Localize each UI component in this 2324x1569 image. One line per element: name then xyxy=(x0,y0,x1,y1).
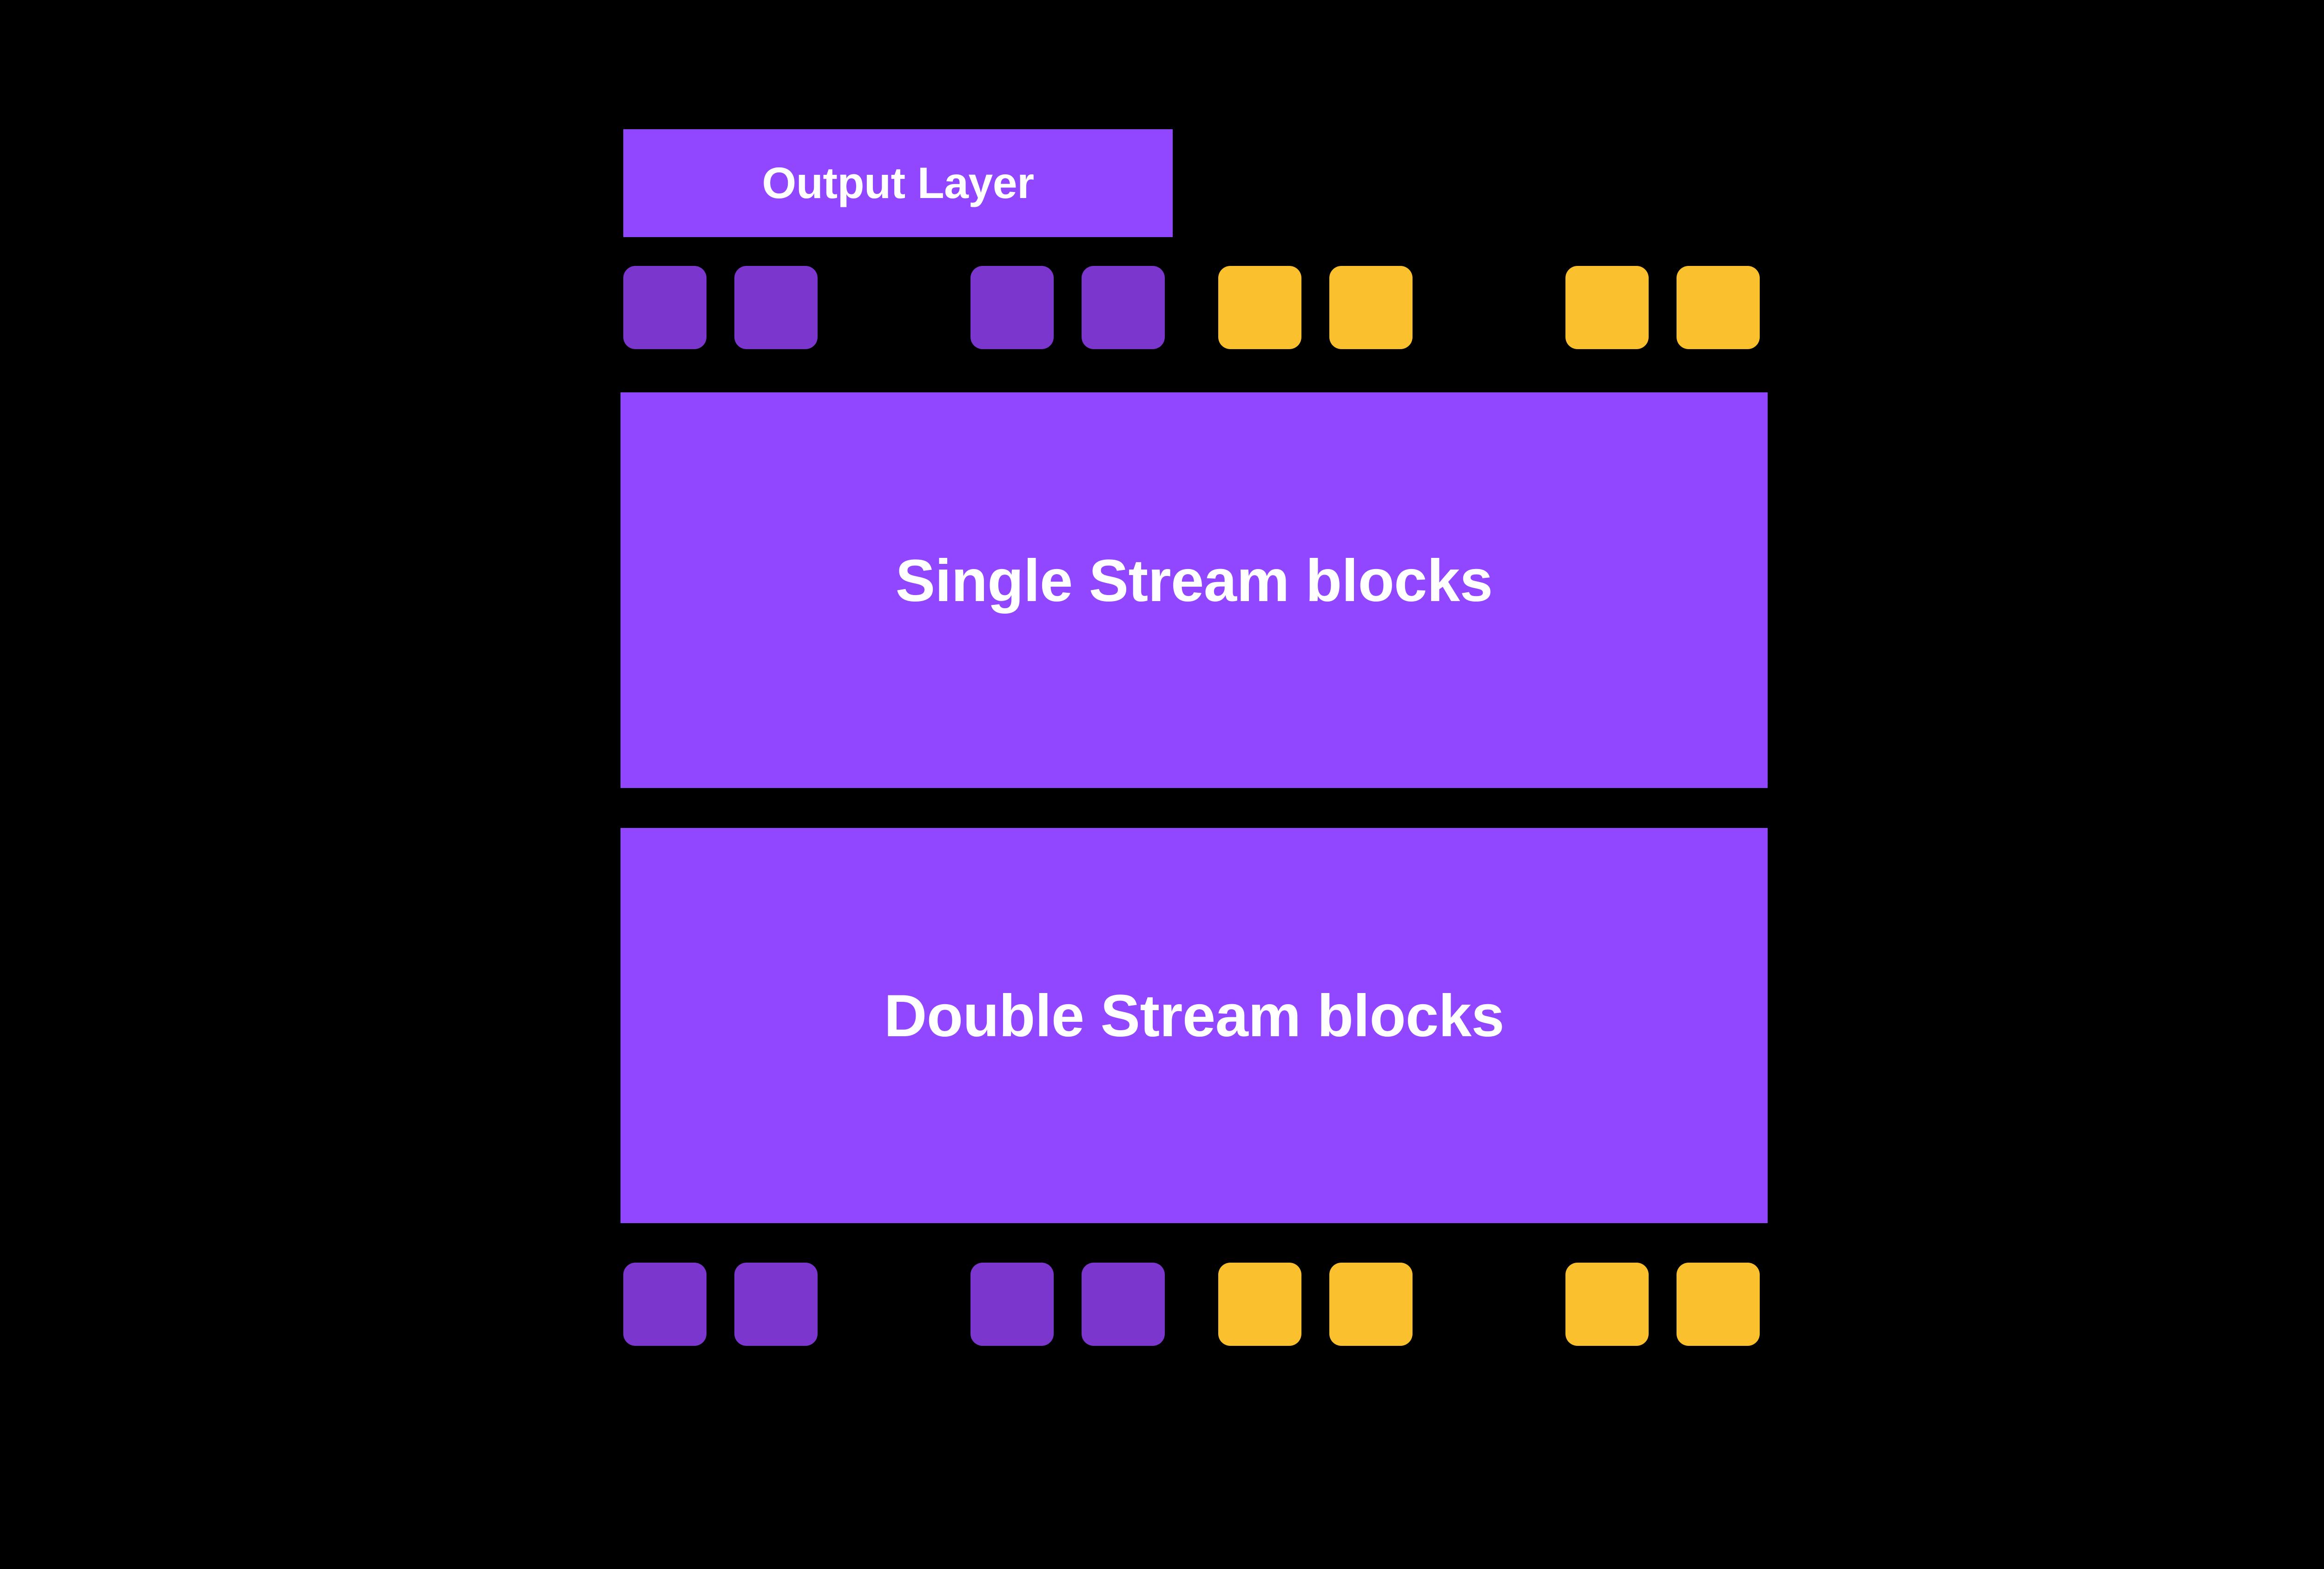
bottom-token-3[interactable] xyxy=(971,1263,1054,1346)
bottom-token-2[interactable] xyxy=(734,1263,818,1346)
output-layer-label: Output Layer xyxy=(762,158,1034,208)
single-stream-blocks-label: Single Stream blocks xyxy=(895,547,1493,614)
top-token-3[interactable] xyxy=(971,266,1054,349)
top-token-2[interactable] xyxy=(734,266,818,349)
bottom-token-1[interactable] xyxy=(623,1263,706,1346)
top-token-6[interactable] xyxy=(1329,266,1413,349)
bottom-token-7[interactable] xyxy=(1565,1263,1649,1346)
double-stream-blocks-label: Double Stream blocks xyxy=(884,983,1505,1049)
bottom-token-8[interactable] xyxy=(1677,1263,1760,1346)
top-token-1[interactable] xyxy=(623,266,706,349)
output-layer[interactable]: Output Layer xyxy=(623,129,1173,237)
top-token-5[interactable] xyxy=(1218,266,1301,349)
bottom-token-5[interactable] xyxy=(1218,1263,1301,1346)
bottom-token-4[interactable] xyxy=(1082,1263,1165,1346)
top-token-4[interactable] xyxy=(1082,266,1165,349)
single-stream-blocks[interactable]: Single Stream blocks xyxy=(621,392,1768,788)
bottom-token-6[interactable] xyxy=(1329,1263,1413,1346)
top-token-8[interactable] xyxy=(1677,266,1760,349)
double-stream-blocks[interactable]: Double Stream blocks xyxy=(621,828,1768,1223)
top-token-7[interactable] xyxy=(1565,266,1649,349)
